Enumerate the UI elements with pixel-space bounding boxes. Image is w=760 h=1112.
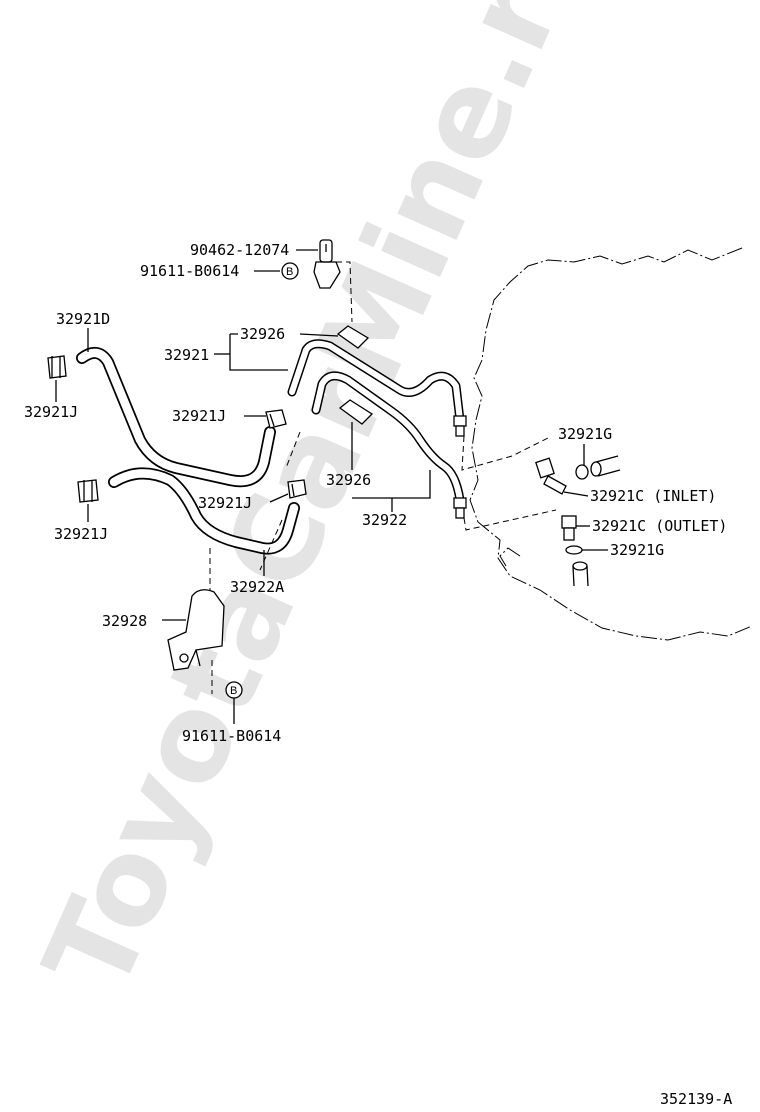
bracket-line-32921 [229,333,288,371]
label-32928: 32928 [102,612,147,630]
leader-32926-top [299,333,339,337]
leader-32921c-inlet [563,491,589,497]
hose-32921d-fill [77,348,275,486]
label-32921j-mid-top: 32921J [172,407,226,425]
dash-pipe-trans [461,435,557,531]
label-32921c-inlet: 32921C (INLET) [590,487,716,505]
transmission-outline [469,247,753,641]
label-32921g-top: 32921G [558,425,612,443]
trans-inlet-port [590,455,621,477]
label-32921g-bottom: 32921G [610,541,664,559]
label-32921j-left-low: 32921J [54,525,108,543]
leader-bolt-90462-dash [336,261,353,323]
watermark-text: ToyotaCarMine.ru [18,0,621,1011]
label-91611-b0614-top: 91611-B0614 [140,262,239,280]
label-32921j-mid-low: 32921J [198,494,252,512]
leader-32921j-mid-low [269,493,289,503]
gasket-32921g-bottom-part [565,545,583,555]
label-91611-b0614-bottom: 91611-B0614 [182,727,281,745]
label-90462-12074: 90462-12074 [190,241,289,259]
hose-32922a-fill [109,469,299,553]
label-32922a: 32922A [230,578,284,596]
clamp-32921j-left-low [77,479,99,503]
union-32921c-inlet-part [535,457,567,495]
sleeve-32926-mid [338,399,374,425]
ref-b-top-letter: B [286,266,293,278]
ref-b-top-circle [281,262,299,280]
label-32921d: 32921D [56,310,110,328]
transmission-bolt-boss [499,547,521,567]
label-32921: 32921 [164,346,209,364]
union-32921c-outlet-part [561,515,577,541]
diagram-code: 352139-A [660,1090,732,1108]
gasket-32921g-top-part [575,464,589,480]
clamp-32921j-left-top [47,355,67,379]
ref-b-bottom-letter: B [230,685,237,697]
label-32926-top: 32926 [240,325,285,343]
bracket-32928-part [167,589,225,671]
trans-outlet-port [572,561,589,587]
clamp-32921j-mid-low [287,479,307,499]
pipe-32921-fill [289,340,463,423]
label-32926-mid: 32926 [326,471,371,489]
pipe-32922-end-fitting [453,497,467,519]
pipe-32922-fill [313,372,463,503]
bracket-line-32922 [352,470,431,512]
label-32921j-left-top: 32921J [24,403,78,421]
pipe-32921-end-fitting [453,415,467,437]
clamp-32921j-mid-top [265,409,287,429]
label-32922: 32922 [362,511,407,529]
sleeve-32926-top [336,325,370,349]
label-32921c-outlet: 32921C (OUTLET) [592,517,727,535]
